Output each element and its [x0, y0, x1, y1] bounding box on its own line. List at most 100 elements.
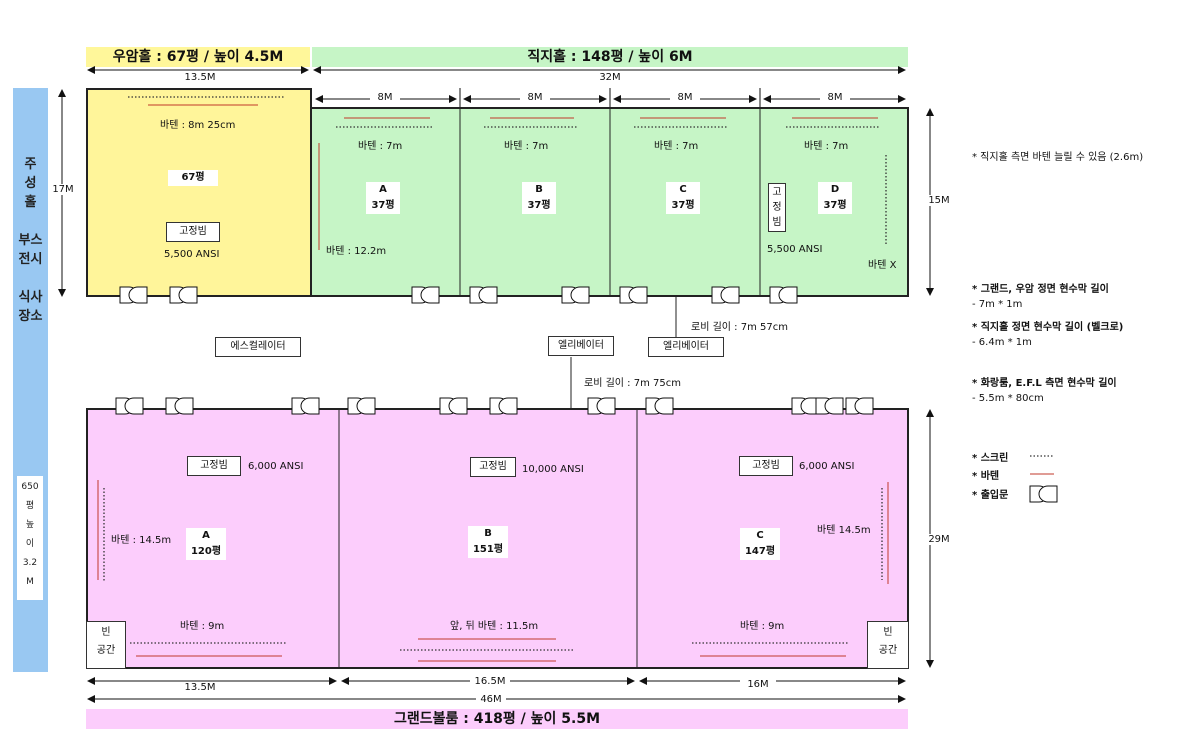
room-size: 151평	[472, 544, 504, 555]
note-jikji-banner-size: - 6.4m * 1m	[972, 337, 1032, 348]
jikji-d-batten: 바텐 : 7m	[804, 141, 849, 152]
sidebar-line: 주	[24, 157, 37, 172]
empty-space-box-right: 빈 공간	[867, 621, 909, 669]
lobby-length-lower: 로비 길이 : 7m 75cm	[584, 378, 681, 389]
jikji-c-batten: 바텐 : 7m	[654, 141, 699, 152]
fixed-beam-box: 고정빔	[187, 456, 241, 476]
entrance-door	[769, 286, 798, 304]
room-name: D	[830, 184, 840, 195]
entrance-door	[115, 397, 144, 415]
legend-batten-label: * 바텐	[972, 471, 1000, 482]
fixed-beam-box: 고정빔	[739, 456, 793, 476]
room-size: 37평	[671, 200, 695, 211]
wooam-hall-header: 우암홀 : 67평 / 높이 4.5M	[86, 47, 310, 67]
entrance-door	[619, 286, 648, 304]
jikji-batten-x-label: 바텐 X	[868, 260, 897, 271]
sidebar-line: 3.2	[22, 558, 38, 568]
jikji-b-batten: 바텐 : 7m	[504, 141, 549, 152]
jikji-room-c-tag: C 37평	[666, 182, 700, 214]
sidebar-bottom-box: 650 평 높 이 3.2 M	[17, 476, 43, 600]
dim-label: 29M	[925, 534, 953, 545]
wooam-batten-label: 바텐 : 8m 25cm	[160, 120, 236, 131]
room-size: 37평	[823, 200, 847, 211]
room-name: C	[756, 530, 764, 541]
entrance-door	[411, 286, 440, 304]
escalator-box: 에스컬레이터	[215, 337, 301, 357]
sidebar-line: 식사	[18, 290, 43, 305]
room-size: 120평	[190, 546, 222, 557]
sidebar-line: 650	[21, 482, 39, 492]
grand-c-ansi: 6,000 ANSI	[799, 461, 855, 472]
legend-screen-label: * 스크린	[972, 453, 1009, 464]
sidebar-top-label: 주 성 홀 부스 전시 식사 장소	[13, 155, 48, 326]
empty-space-line: 빈	[101, 627, 111, 638]
sidebar-line: 성	[24, 176, 37, 191]
dim-label: 13.5M	[184, 72, 216, 83]
dim-label: 17M	[52, 184, 74, 195]
entrance-door	[561, 286, 590, 304]
entrance-door	[587, 397, 616, 415]
grand-c-side-batten: 바텐 14.5m	[817, 525, 871, 536]
dim-label: 13.5M	[184, 682, 216, 693]
beam-char: 정	[772, 202, 782, 213]
room-size: 37평	[371, 200, 395, 211]
entrance-door	[845, 397, 874, 415]
room-size: 37평	[527, 200, 551, 211]
grand-room-b-tag: B 151평	[468, 526, 508, 558]
dim-label: 8M	[820, 92, 850, 103]
sidebar-line: 전시	[18, 252, 43, 267]
dim-label: 16.5M	[470, 676, 510, 687]
grand-ballroom-header: 그랜드볼룸 : 418평 / 높이 5.5M	[86, 709, 908, 729]
entrance-door	[119, 286, 148, 304]
lobby-length-upper: 로비 길이 : 7m 57cm	[691, 322, 788, 333]
note-efl-banner: * 화랑룸, E.F.L 측면 현수막 길이	[972, 378, 1117, 389]
jikji-room-a-tag: A 37평	[366, 182, 400, 214]
grand-room-a-tag: A 120평	[186, 528, 226, 560]
entrance-door	[347, 397, 376, 415]
elevator-box: 엘리베이터	[548, 336, 614, 356]
sidebar-line: M	[26, 577, 34, 587]
note-grand-banner-size: - 7m * 1m	[972, 299, 1023, 310]
wooam-ansi-label: 5,500 ANSI	[164, 249, 220, 260]
sidebar-line: 홀	[24, 195, 37, 210]
legend-door-sample	[1029, 485, 1058, 503]
dim-label: 15M	[925, 195, 953, 206]
grand-c-front-batten: 바텐 : 9m	[740, 621, 785, 632]
grand-a-side-batten: 바텐 : 14.5m	[111, 535, 172, 546]
note-jikji-side-batten: * 직지홀 측면 바텐 늘릴 수 있음 (2.6m)	[972, 152, 1144, 163]
grand-a-front-batten: 바텐 : 9m	[180, 621, 225, 632]
dim-label: 46M	[476, 694, 506, 705]
grand-b-ansi: 10,000 ANSI	[522, 464, 584, 475]
dim-label: 8M	[520, 92, 550, 103]
sidebar-line: 부스	[18, 233, 43, 248]
room-name: B	[535, 184, 543, 195]
dim-label: 16M	[740, 679, 776, 690]
beam-char: 고	[772, 187, 782, 198]
fixed-beam-box: 고정빔	[470, 457, 516, 477]
entrance-door	[169, 286, 198, 304]
dim-label: 32M	[599, 72, 621, 83]
jikji-room-b-tag: B 37평	[522, 182, 556, 214]
entrance-door	[489, 397, 518, 415]
entrance-door	[291, 397, 320, 415]
fixed-beam-box: 고정빔	[166, 222, 220, 242]
room-size: 147평	[744, 546, 776, 557]
entrance-door	[711, 286, 740, 304]
empty-space-box-left: 빈 공간	[86, 621, 126, 669]
empty-space-line: 공간	[96, 645, 116, 656]
grand-room-c-tag: C 147평	[740, 528, 780, 560]
grand-a-ansi: 6,000 ANSI	[248, 461, 304, 472]
jikji-room-d-tag: D 37평	[818, 182, 852, 214]
empty-space-line: 공간	[878, 645, 898, 656]
entrance-door	[439, 397, 468, 415]
sidebar-line: 평	[25, 501, 35, 511]
entrance-door	[645, 397, 674, 415]
jikji-side-batten-label: 바텐 : 12.2m	[326, 246, 387, 257]
note-efl-banner-size: - 5.5m * 80cm	[972, 393, 1044, 404]
jikji-hall-header: 직지홀 : 148평 / 높이 6M	[312, 47, 908, 67]
empty-space-line: 빈	[883, 627, 893, 638]
sidebar-line: 장소	[18, 309, 43, 324]
room-name: B	[484, 528, 492, 539]
wooam-hall	[86, 88, 312, 297]
note-grand-banner: * 그랜드, 우암 정면 현수막 길이	[972, 284, 1109, 295]
